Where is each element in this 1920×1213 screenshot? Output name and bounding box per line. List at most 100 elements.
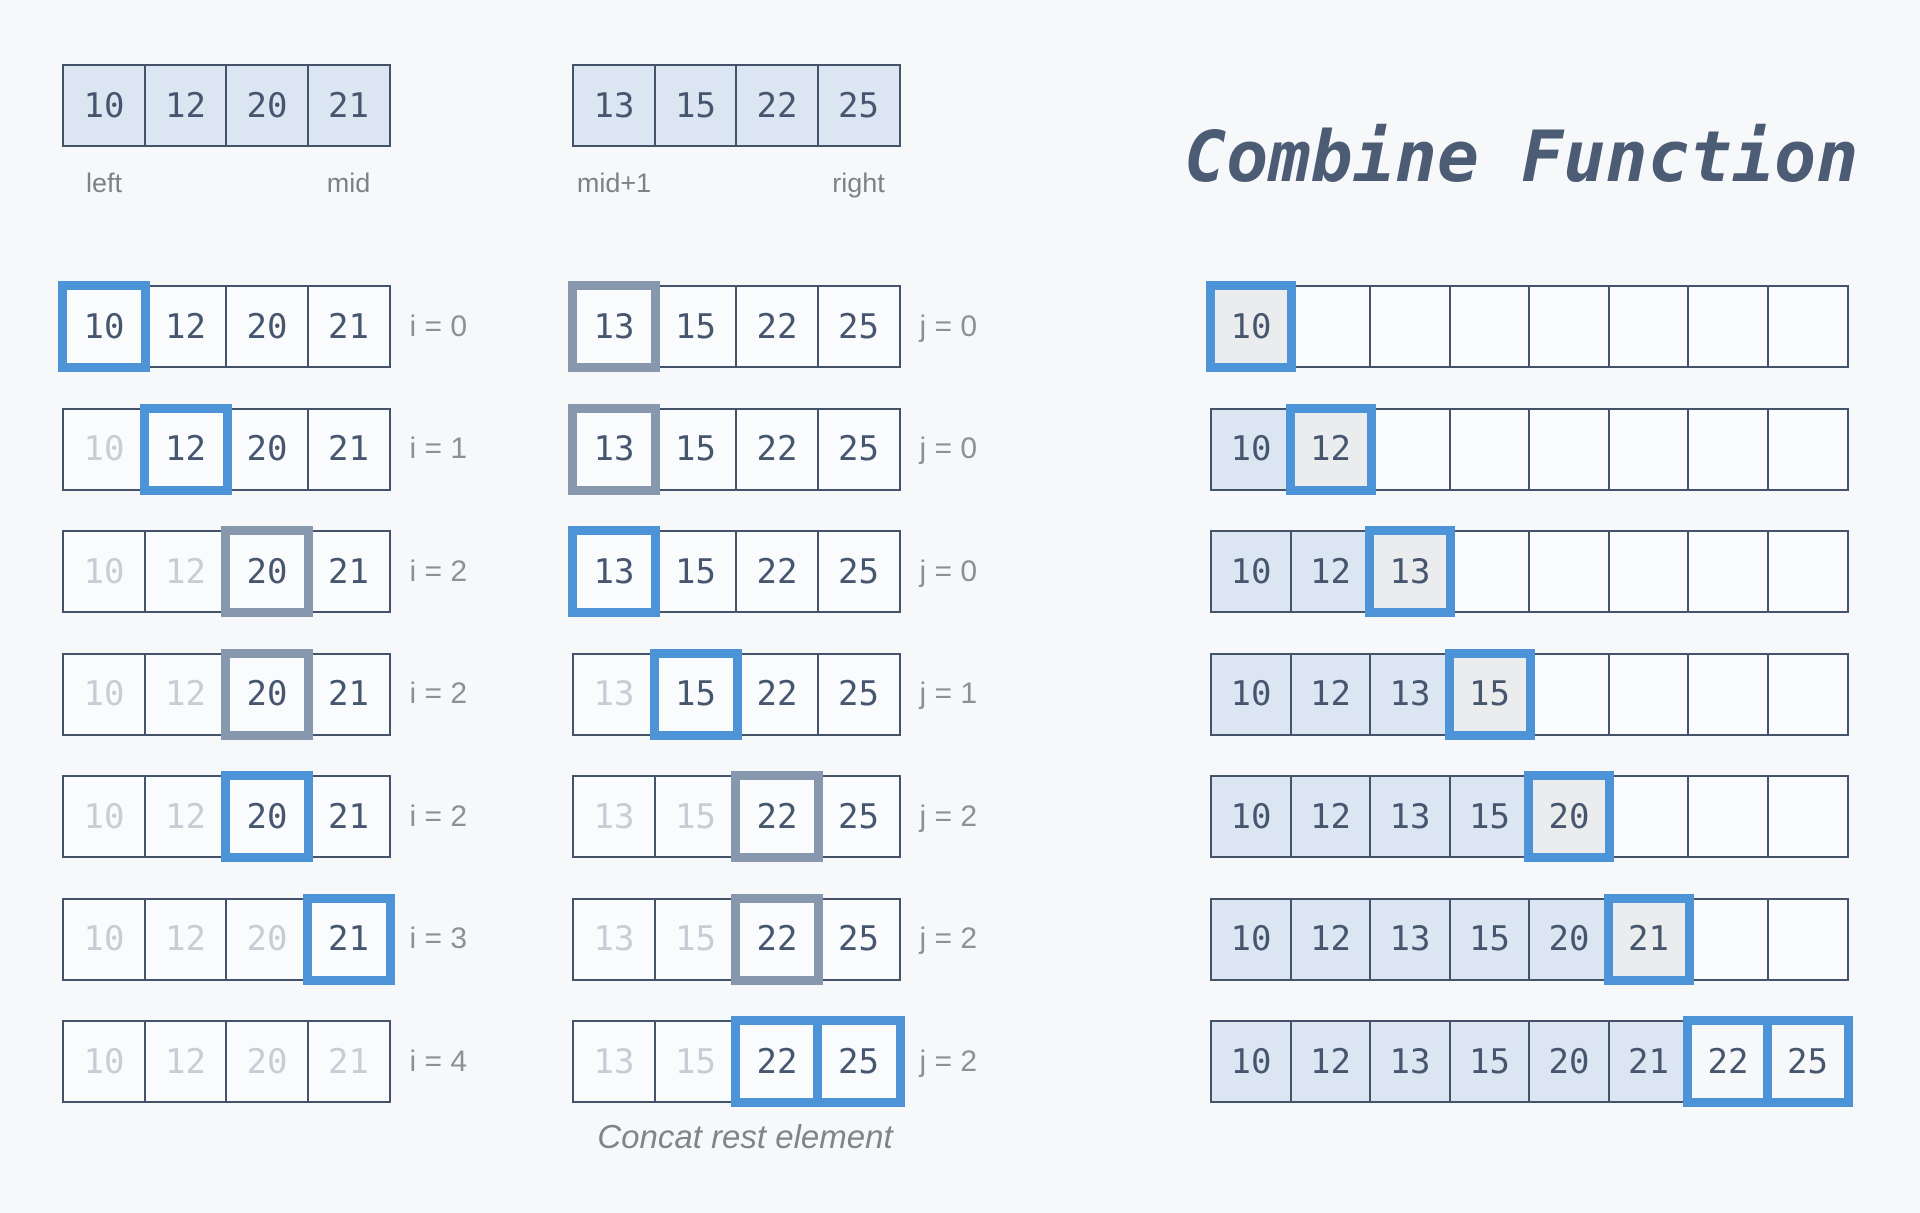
merged-new-cell: 15 bbox=[1444, 648, 1535, 740]
merged-placed-cell: 12 bbox=[1289, 775, 1372, 858]
empty-cell bbox=[1528, 285, 1610, 368]
merged-new-cell: 21 bbox=[1603, 893, 1694, 985]
array-cell: 15 bbox=[653, 897, 738, 981]
left-index-label: i = 4 bbox=[409, 1044, 468, 1078]
empty-cell bbox=[1766, 285, 1849, 368]
array-cell: 15 bbox=[653, 64, 738, 147]
array-cell: 22 bbox=[735, 530, 819, 613]
merged-placed-cell: 13 bbox=[1369, 897, 1451, 981]
array-cell: 12 bbox=[143, 1020, 228, 1103]
array-cell: 25 bbox=[816, 285, 901, 368]
merged-placed-cell: 10 bbox=[1210, 652, 1292, 736]
selected-cell: 13 bbox=[568, 526, 660, 617]
merged-placed-cell: 15 bbox=[1448, 775, 1531, 858]
merged-placed-cell: 10 bbox=[1210, 897, 1292, 981]
right-index-label: j = 2 bbox=[919, 922, 978, 955]
array-cell: 20 bbox=[225, 285, 309, 368]
empty-cell bbox=[1607, 285, 1690, 368]
empty-cell bbox=[1607, 652, 1690, 736]
merged-placed-cell: 10 bbox=[1210, 1020, 1292, 1103]
array-cell: 12 bbox=[143, 775, 228, 858]
merged-placed-cell: 12 bbox=[1289, 652, 1372, 736]
empty-cell bbox=[1369, 407, 1451, 491]
empty-cell bbox=[1687, 530, 1769, 613]
empty-cell bbox=[1687, 407, 1769, 491]
array-cell: 10 bbox=[62, 64, 146, 147]
array-cell: 15 bbox=[653, 775, 738, 858]
empty-cell bbox=[1687, 285, 1769, 368]
array-cell: 22 bbox=[735, 407, 819, 491]
merged-step-row: 10 bbox=[1206, 281, 1849, 372]
array-cell: 21 bbox=[306, 1020, 391, 1103]
array-cell: 10 bbox=[62, 897, 146, 981]
array-cell: 10 bbox=[62, 652, 146, 736]
array-cell: 21 bbox=[306, 64, 391, 147]
label-right: right bbox=[832, 168, 885, 198]
compared-cell: 20 bbox=[221, 526, 313, 617]
array-cell: 13 bbox=[572, 64, 656, 147]
merged-placed-cell: 20 bbox=[1528, 1020, 1610, 1103]
empty-cell bbox=[1687, 775, 1769, 858]
array-cell: 21 bbox=[306, 285, 391, 368]
array-cell: 12 bbox=[143, 897, 228, 981]
empty-cell bbox=[1528, 407, 1610, 491]
empty-cell bbox=[1448, 407, 1531, 491]
concat-rest-caption: Concat rest element bbox=[597, 1118, 893, 1155]
merged-placed-cell: 12 bbox=[1289, 530, 1372, 613]
array-cell: 10 bbox=[62, 530, 146, 613]
left-index-label: i = 1 bbox=[409, 432, 468, 465]
compared-cell: 13 bbox=[568, 281, 660, 372]
empty-cell bbox=[1607, 775, 1690, 858]
array-cell: 15 bbox=[653, 407, 738, 491]
merged-placed-cell: 21 bbox=[1607, 1020, 1690, 1103]
merged-placed-cell: 15 bbox=[1448, 1020, 1531, 1103]
selected-cell: 25 bbox=[812, 1016, 905, 1107]
left-index-label: i = 2 bbox=[409, 799, 468, 833]
array-cell: 10 bbox=[62, 775, 146, 858]
compared-cell: 22 bbox=[731, 771, 823, 862]
array-cell: 12 bbox=[143, 652, 228, 736]
empty-cell bbox=[1687, 652, 1769, 736]
array-cell: 21 bbox=[306, 775, 391, 858]
empty-cell bbox=[1448, 285, 1531, 368]
right-index-label: j = 0 bbox=[919, 432, 978, 465]
right-index-label: j = 2 bbox=[919, 1044, 978, 1078]
label-mid: mid bbox=[326, 168, 371, 198]
merged-new-cell: 25 bbox=[1762, 1016, 1853, 1107]
merged-new-cell: 13 bbox=[1365, 526, 1455, 617]
array-cell: 21 bbox=[306, 530, 391, 613]
array-cell: 13 bbox=[572, 1020, 656, 1103]
empty-cell bbox=[1766, 407, 1849, 491]
array-cell: 15 bbox=[653, 530, 738, 613]
right-index-label: j = 1 bbox=[919, 677, 978, 710]
array-cell: 25 bbox=[816, 407, 901, 491]
array-cell: 25 bbox=[816, 652, 901, 736]
array-cell: 22 bbox=[735, 64, 819, 147]
selected-cell: 21 bbox=[302, 893, 395, 985]
merged-new-cell: 22 bbox=[1683, 1016, 1773, 1107]
right-index-label: j = 0 bbox=[919, 309, 978, 343]
array-cell: 12 bbox=[143, 64, 228, 147]
array-cell: 25 bbox=[816, 530, 901, 613]
array-cell: 22 bbox=[735, 652, 819, 736]
right-index-label: j = 0 bbox=[919, 554, 978, 588]
array-cell: 25 bbox=[816, 897, 901, 981]
array-cell: 12 bbox=[143, 285, 228, 368]
